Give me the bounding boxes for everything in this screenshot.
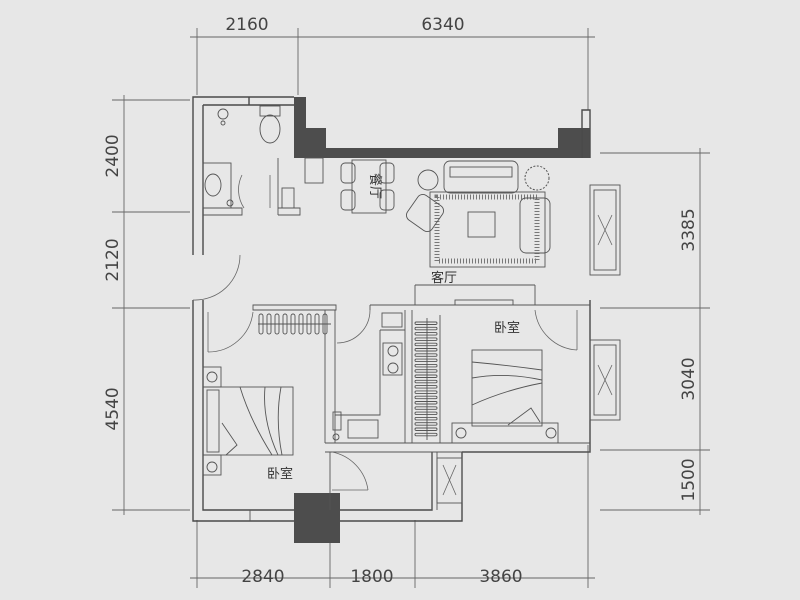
dim-bottom-2: 1800 <box>350 567 393 587</box>
dim-bottom-3: 3860 <box>479 567 522 587</box>
hanger <box>414 369 438 373</box>
room-label-living: 客厅 <box>431 270 457 286</box>
dining-table <box>340 159 395 214</box>
bed-second <box>202 366 294 476</box>
doors <box>192 174 578 491</box>
hanger <box>414 432 438 437</box>
hanger <box>414 374 438 378</box>
walls <box>192 96 591 543</box>
kitchen-fixtures <box>332 312 405 441</box>
hanger <box>414 411 438 416</box>
wardrobe-second-bedroom <box>258 313 331 335</box>
hanger <box>414 321 438 325</box>
hanger <box>414 406 438 410</box>
living-furniture <box>406 160 551 268</box>
hanger <box>414 390 438 394</box>
dim-left-1: 2400 <box>103 134 123 177</box>
bed-master <box>451 349 559 444</box>
hanger <box>414 385 438 389</box>
hanger <box>414 358 438 363</box>
hanger <box>298 313 304 335</box>
hanger <box>414 342 438 347</box>
hanger <box>266 313 272 335</box>
dim-right-3: 1500 <box>679 458 699 501</box>
hanger <box>414 326 438 331</box>
dim-top-1: 2160 <box>225 15 268 35</box>
bathroom-fixtures <box>202 105 324 209</box>
hanger <box>414 363 438 368</box>
dim-left-2: 2120 <box>103 238 123 281</box>
room-label-second-bedroom: 卧室 <box>267 466 293 482</box>
dim-bottom-1: 2840 <box>241 567 284 587</box>
hanger <box>414 422 438 426</box>
hanger <box>414 379 438 384</box>
hanger <box>322 313 328 335</box>
wardrobe-master-bedroom <box>414 315 441 443</box>
hanger <box>282 313 288 335</box>
hanger <box>414 401 438 405</box>
hanger <box>414 337 438 341</box>
hanger <box>314 313 320 335</box>
dim-right-2: 3040 <box>679 357 699 400</box>
room-label-dining: 餐厅 <box>367 173 383 199</box>
hanger <box>414 348 438 352</box>
hanger <box>290 313 296 335</box>
hanger <box>414 427 438 431</box>
hanger <box>414 395 438 400</box>
room-label-master-bedroom: 卧室 <box>494 320 520 336</box>
hanger <box>414 332 438 336</box>
hanger <box>414 353 438 357</box>
dim-right-1: 3385 <box>679 208 699 251</box>
hanger <box>258 313 264 335</box>
hanger <box>306 313 312 335</box>
windows <box>436 184 621 504</box>
dim-left-3: 4540 <box>103 387 123 430</box>
dimension-lines <box>112 28 710 588</box>
hanger <box>274 313 280 335</box>
dim-top-2: 6340 <box>421 15 464 35</box>
hanger <box>414 416 438 421</box>
